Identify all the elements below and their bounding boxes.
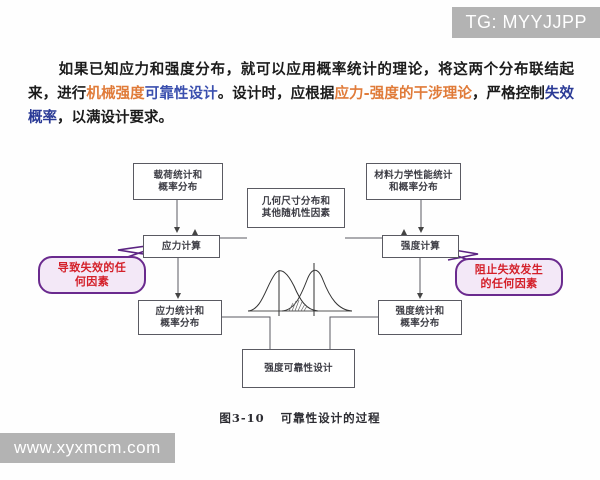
- figure-number: 图3-10: [219, 411, 265, 425]
- node-load-statistics: 载荷统计和 概率分布: [133, 163, 223, 200]
- node-label: 强度统计和 概率分布: [395, 305, 445, 329]
- callout-label: 导致失效的任 何因素: [57, 261, 127, 288]
- node-label: 强度可靠性设计: [264, 362, 333, 374]
- node-strength-distribution: 强度统计和 概率分布: [378, 300, 462, 335]
- paragraph-highlight-stress-strength: 应力-强度: [334, 85, 399, 102]
- node-label: 载荷统计和 概率分布: [153, 169, 203, 193]
- node-stress-distribution: 应力统计和 概率分布: [138, 300, 222, 335]
- paragraph-highlight-interference-theory: 的干涉理论: [398, 85, 472, 102]
- paragraph-segment-1: 如果已知应力和强度分布，就可以应用概率统计的理论，将这两个分布联结起来，进行: [28, 61, 574, 102]
- paragraph-segment-4: 。设计时，应根据: [217, 85, 335, 102]
- node-label: 应力统计和 概率分布: [155, 305, 205, 329]
- paragraph-highlight-reliability-design: 可靠性设计: [144, 85, 218, 102]
- flow-diagram: 载荷统计和 概率分布 材料力学性能统计 和概率分布 几何尺寸分布和 其他随机性因…: [0, 150, 600, 415]
- paragraph-highlight-failure-probability: 失效概率: [28, 85, 574, 126]
- callout-label: 阻止失效发生 的任何因素: [474, 263, 544, 290]
- node-strength-reliability-design: 强度可靠性设计: [242, 349, 355, 388]
- node-label: 材料力学性能统计 和概率分布: [374, 169, 453, 193]
- node-material-statistics: 材料力学性能统计 和概率分布: [366, 163, 461, 200]
- node-label: 强度计算: [400, 240, 441, 252]
- node-strength-calculation: 强度计算: [382, 235, 459, 258]
- watermark-bottom-left: www.xyxmcm.com: [0, 433, 175, 463]
- node-label: 应力计算: [161, 240, 202, 252]
- node-geometry-factors: 几何尺寸分布和 其他随机性因素: [247, 188, 345, 228]
- body-paragraph: 如果已知应力和强度分布，就可以应用概率统计的理论，将这两个分布联结起来，进行机械…: [28, 58, 574, 130]
- distribution-curves-group: [247, 263, 353, 316]
- figure-title: 可靠性设计的过程: [280, 411, 381, 425]
- paragraph-segment-7: ，严格控制: [471, 85, 545, 102]
- node-label: 几何尺寸分布和 其他随机性因素: [261, 196, 331, 219]
- callout-prevents-failure: 阻止失效发生 的任何因素: [455, 258, 563, 296]
- paragraph-segment-9: ，以满设计要求。: [57, 109, 173, 126]
- figure-caption: 图3-10 可靠性设计的过程: [0, 410, 600, 426]
- paragraph-highlight-mechanical-strength: 机械强度: [86, 85, 145, 102]
- node-stress-calculation: 应力计算: [143, 235, 220, 258]
- watermark-top-right: TG: MYYJJPP: [452, 7, 600, 38]
- callout-causes-failure: 导致失效的任 何因素: [38, 256, 146, 294]
